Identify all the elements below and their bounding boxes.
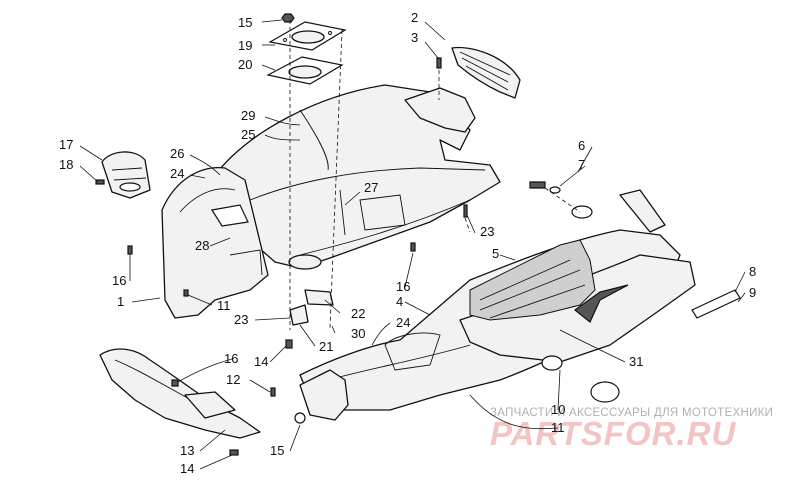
callout-4: 4 (396, 294, 403, 309)
callout-24: 24 (170, 166, 184, 181)
callout-14: 14 (180, 461, 194, 476)
bolt-3 (436, 57, 442, 69)
traction-panel-5 (469, 239, 596, 321)
callout-31: 31 (629, 354, 643, 369)
callout-6: 6 (578, 138, 585, 153)
callout-23: 23 (480, 224, 494, 239)
callout-27: 27 (364, 180, 378, 195)
callout-19: 19 (238, 38, 252, 53)
callout-12: 12 (226, 372, 240, 387)
grab-handle-12 (299, 369, 349, 421)
callout-25: 25 (241, 127, 255, 142)
callout-17: 17 (59, 137, 73, 152)
callout-23: 23 (234, 312, 248, 327)
callout-18: 18 (59, 157, 73, 172)
callout-15: 15 (270, 443, 284, 458)
callout-14: 14 (254, 354, 268, 369)
callout-2: 2 (411, 10, 418, 25)
leader-lines (79, 19, 746, 470)
footrest-bracket-2 (404, 46, 521, 133)
screw-18 (95, 179, 105, 185)
nut-15 (281, 13, 295, 23)
callout-5: 5 (492, 246, 499, 261)
callout-16: 16 (396, 279, 410, 294)
callout-11: 11 (551, 420, 565, 435)
watermark-brand: PARTSFOR.RU (490, 415, 736, 452)
gasket-20 (266, 56, 344, 85)
callout-8: 8 (749, 264, 756, 279)
callout-10: 10 (551, 402, 565, 417)
reflector-8 (691, 289, 741, 319)
bolt-6 (529, 181, 546, 189)
alignment-lines (289, 20, 581, 330)
callout-20: 20 (238, 57, 252, 72)
plug-10 (541, 355, 620, 403)
watermark: ЗАПЧАСТИ И АКСЕССУАРЫ ДЛЯ МОТОТЕХНИКИ PA… (490, 407, 773, 452)
belly-pan-27 (214, 84, 501, 270)
callout-labels: 15 19 20 2 3 29 25 26 24 17 18 27 6 7 28… (59, 10, 756, 476)
callout-7: 7 (578, 157, 585, 172)
washer-7 (549, 186, 593, 219)
callout-3: 3 (411, 30, 418, 45)
callout-24: 24 (396, 315, 410, 330)
callout-22: 22 (351, 306, 365, 321)
callout-30: 30 (351, 326, 365, 341)
callout-21: 21 (319, 339, 333, 354)
callout-1: 1 (117, 294, 124, 309)
callout-16: 16 (224, 351, 238, 366)
callout-11: 11 (217, 298, 231, 313)
callout-28: 28 (195, 238, 209, 253)
watermark-subtitle: ЗАПЧАСТИ И АКСЕССУАРЫ ДЛЯ МОТОТЕХНИКИ (490, 407, 773, 419)
callout-15: 15 (238, 15, 252, 30)
callout-29: 29 (241, 108, 255, 123)
front-bumper-13 (99, 348, 261, 439)
side-panel-26 (161, 166, 269, 319)
callout-26: 26 (170, 146, 184, 161)
access-plate-19 (268, 21, 347, 51)
callout-13: 13 (180, 443, 194, 458)
hardware (127, 204, 468, 456)
callout-16: 16 (112, 273, 126, 288)
callout-9: 9 (749, 285, 756, 300)
steering-boot-17 (101, 151, 151, 199)
